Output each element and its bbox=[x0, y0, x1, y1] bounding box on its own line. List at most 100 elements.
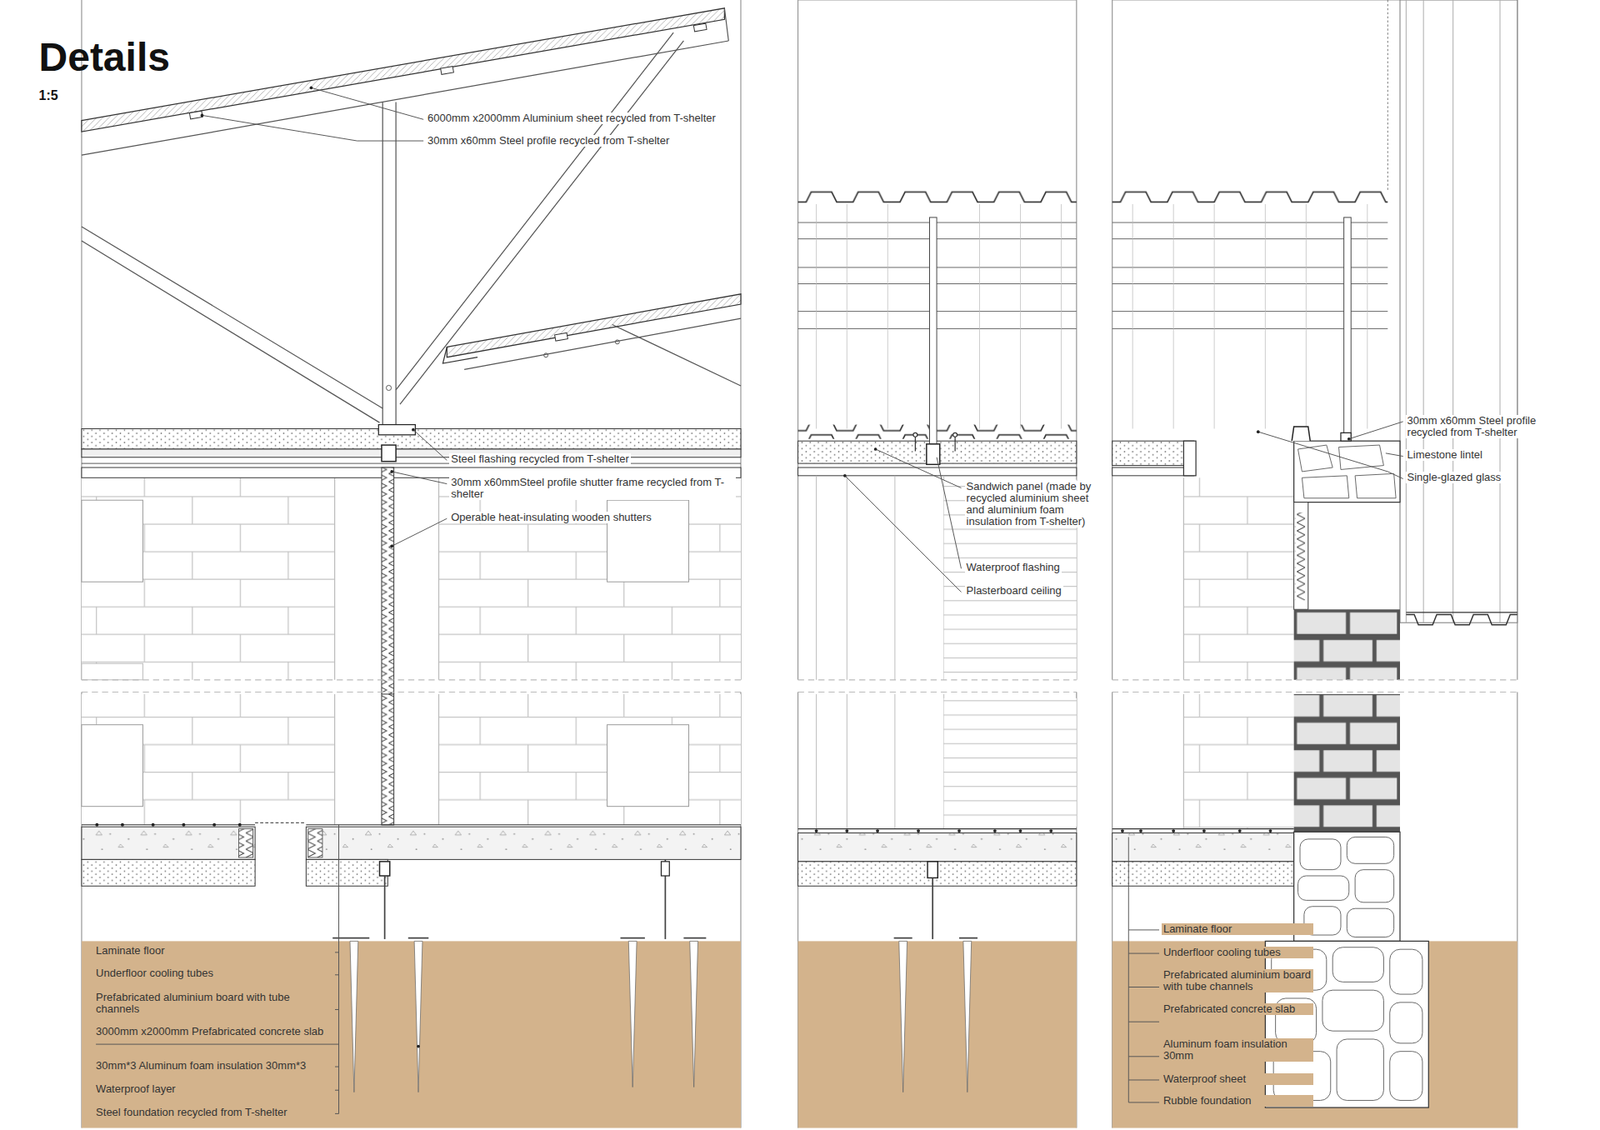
roof-section-panel bbox=[81, 477, 741, 680]
floor-section-panel bbox=[120, 823, 125, 827]
callout: Steel flashing recycled from T-shelter bbox=[449, 453, 631, 465]
foundation-section-panel bbox=[1202, 829, 1206, 833]
floor-section-panel bbox=[239, 829, 254, 858]
callout: Waterproof flashing bbox=[965, 561, 1062, 574]
floor-section-panel bbox=[607, 725, 690, 807]
roof-section-panel bbox=[612, 325, 741, 386]
floor-section-panel bbox=[438, 694, 440, 825]
floor-section-panel bbox=[384, 875, 386, 940]
foundation-section-panel bbox=[1346, 908, 1394, 937]
leader-dots bbox=[390, 470, 394, 474]
wall-base-panel bbox=[845, 829, 849, 833]
floor-section-panel bbox=[95, 823, 241, 827]
roof-section-panel bbox=[381, 467, 395, 825]
lintel-section-panel bbox=[1183, 440, 1196, 476]
floor-section-panel bbox=[238, 823, 242, 827]
floor-section-panel bbox=[81, 694, 741, 825]
roof-section-panel bbox=[724, 8, 729, 41]
wall-base-panel bbox=[894, 937, 978, 940]
leader-lines bbox=[1128, 836, 1130, 1102]
wall-base-panel bbox=[875, 829, 880, 833]
roof-section-panel bbox=[378, 425, 415, 435]
lintel-section-panel bbox=[1132, 204, 1368, 429]
foundation-section-panel bbox=[1300, 839, 1341, 870]
roof-section-panel bbox=[382, 101, 384, 429]
wall-base-panel bbox=[957, 829, 961, 833]
roof-section-panel bbox=[81, 500, 143, 582]
lintel-section-panel bbox=[1112, 0, 1518, 680]
roof-section-panel bbox=[385, 385, 391, 390]
wall-section-panel bbox=[915, 432, 955, 451]
callout: Limestone lintel bbox=[1405, 449, 1485, 461]
lintel-section-panel bbox=[1340, 432, 1351, 441]
wall-base-panel bbox=[815, 829, 1054, 833]
layer-label: Prefabricated aluminium board with tube … bbox=[94, 991, 335, 1015]
layer-label: 30mm*3 Aluminum foam insulation 30mm*3 bbox=[94, 1060, 335, 1072]
foundation-section-panel bbox=[1355, 870, 1395, 903]
leader-dots bbox=[843, 474, 847, 478]
floor-section-panel bbox=[81, 826, 255, 860]
wall-section-panel bbox=[798, 190, 1077, 205]
wall-section-panel bbox=[798, 0, 1077, 680]
roof-section-panel bbox=[544, 353, 549, 358]
roof-section-panel bbox=[442, 346, 478, 364]
wall-base-panel bbox=[1019, 829, 1023, 833]
foundation-section-panel bbox=[1336, 1039, 1384, 1100]
foundation-section-panel bbox=[1183, 694, 1185, 830]
foundation-section-panel bbox=[1346, 836, 1394, 864]
roof-section-panel bbox=[400, 40, 684, 405]
layer-label: Waterproof sheet bbox=[1161, 1073, 1314, 1085]
floor-section-panel bbox=[305, 826, 741, 860]
leader-lines bbox=[310, 87, 424, 120]
wall-base-panel bbox=[798, 861, 1077, 886]
lintel-section-panel bbox=[1112, 467, 1195, 476]
wall-base-panel bbox=[931, 877, 934, 939]
lintel-section-panel bbox=[1112, 0, 1400, 1]
lintel-section-panel bbox=[1291, 426, 1310, 441]
lintel-section-panel bbox=[1298, 445, 1397, 499]
foundation-section-panel bbox=[1294, 694, 1400, 832]
foundation-section-panel bbox=[1112, 861, 1295, 886]
wall-section-panel bbox=[913, 432, 918, 437]
leader-lines bbox=[95, 87, 1404, 1114]
leader-dots bbox=[310, 86, 314, 90]
callout: Single-glazed glass bbox=[1405, 471, 1504, 484]
callout: Plasterboard ceiling bbox=[965, 585, 1064, 597]
roof-section-panel bbox=[81, 226, 383, 409]
lintel-section-panel bbox=[1405, 0, 1500, 623]
wall-base-panel bbox=[798, 828, 1077, 830]
lintel-section-panel bbox=[1183, 477, 1294, 680]
roof-section-panel bbox=[81, 8, 725, 132]
foundation-section-panel bbox=[1390, 1051, 1423, 1101]
wall-base-panel bbox=[798, 679, 1077, 680]
foundation-section-panel bbox=[1120, 829, 1125, 833]
foundation-section-panel bbox=[1390, 949, 1423, 995]
floor-section-panel bbox=[335, 694, 440, 825]
floor-section-panel bbox=[332, 937, 706, 940]
wall-base-panel bbox=[798, 691, 1077, 693]
floor-section-panel bbox=[350, 940, 359, 1092]
foundation-section-panel bbox=[1112, 833, 1295, 862]
roof-section-panel bbox=[440, 66, 455, 75]
floor-section-panel bbox=[305, 859, 388, 886]
floor-section-panel bbox=[380, 861, 390, 876]
roof-section-panel bbox=[334, 477, 335, 680]
layer-label: Rubble foundation bbox=[1161, 1095, 1314, 1107]
wall-base-panel bbox=[993, 829, 997, 833]
floor-section-panel bbox=[81, 824, 255, 825]
lintel-section-panel bbox=[1112, 190, 1389, 205]
scale-note: 1:5 bbox=[37, 88, 60, 104]
layer-label: Prefabricated aluminium board with tube … bbox=[1161, 969, 1314, 993]
leader-lines bbox=[391, 518, 447, 546]
floor-section-panel bbox=[81, 859, 255, 886]
lintel-section-panel bbox=[1294, 440, 1400, 502]
wall-base-panel bbox=[963, 940, 972, 1092]
drawing-title: Details bbox=[39, 36, 170, 79]
roof-section-panel bbox=[81, 663, 143, 680]
layer-label: Underfloor cooling tubes bbox=[1161, 946, 1314, 959]
roof-section-panel bbox=[555, 332, 569, 341]
layer-label: Steel foundation recycled from T-shelter bbox=[94, 1106, 335, 1119]
foundation-section-panel bbox=[1332, 947, 1384, 983]
roof-section-panel bbox=[693, 23, 707, 32]
